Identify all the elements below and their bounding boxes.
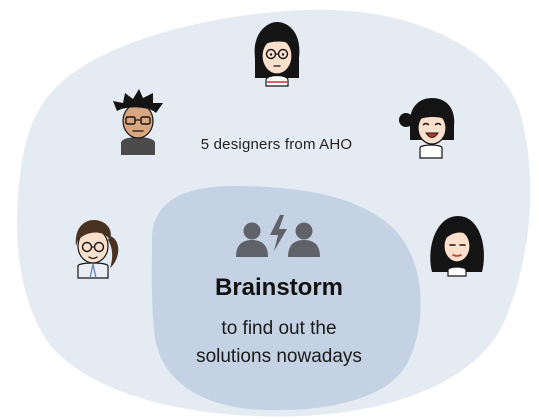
designer-avatar-glasses-bob-icon	[254, 22, 300, 87]
designer-avatar-glasses-ponytail-icon	[75, 220, 119, 279]
designers-caption: 5 designers from AHO	[200, 136, 353, 153]
brainstorm-people-lightning-icon	[230, 213, 326, 263]
designer-avatar-3	[396, 90, 466, 160]
brainstorm-subtitle-line-1: to find out the	[221, 318, 337, 339]
designer-avatar-4	[60, 210, 130, 280]
designer-avatar-5	[422, 208, 492, 278]
brainstorm-title: Brainstorm	[214, 274, 344, 301]
designer-avatar-long-hair-icon	[430, 216, 484, 277]
brainstorm-subtitle: to find out the solutions nowadays	[150, 315, 408, 371]
brainstorm-subtitle-line-2: solutions nowadays	[196, 346, 362, 367]
designer-avatar-1	[242, 18, 312, 88]
designer-avatar-bun-laughing-icon	[399, 98, 455, 159]
designer-avatar-2	[103, 85, 173, 155]
designer-avatar-glasses-spiky-icon	[113, 89, 163, 155]
inner-blob	[151, 185, 421, 411]
